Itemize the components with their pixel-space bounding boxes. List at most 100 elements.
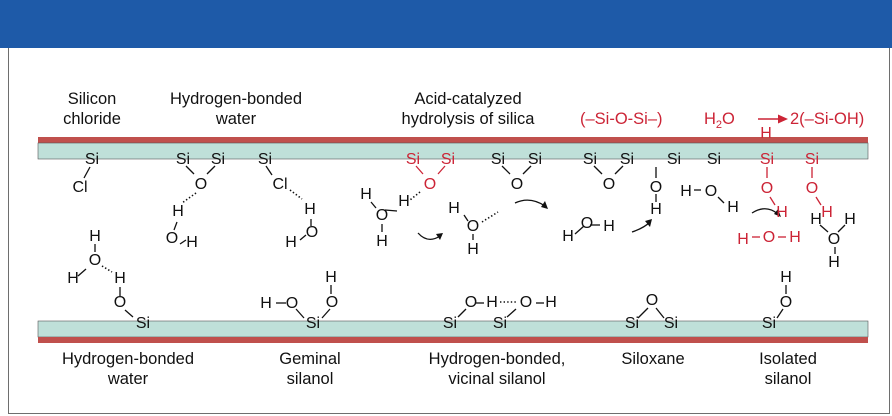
atom-h: H xyxy=(486,294,498,311)
atom-o: O xyxy=(114,294,126,311)
bond xyxy=(206,165,216,175)
bond xyxy=(815,196,822,206)
atom-h: H xyxy=(304,201,316,218)
atom-h: H xyxy=(376,233,388,250)
atom-h: H xyxy=(467,241,479,258)
atom-si: Si xyxy=(583,151,597,168)
label-hb-water-top-2: water xyxy=(215,110,257,128)
atom-h: H xyxy=(89,228,101,245)
atom-si: Si xyxy=(667,151,681,168)
curved-arrow-head xyxy=(645,219,652,227)
atom-o: O xyxy=(89,252,101,269)
bonds xyxy=(77,165,846,319)
atom-o: O xyxy=(467,218,479,235)
atom-h: H xyxy=(603,218,615,235)
atom-o: O xyxy=(166,230,178,247)
atom-h: H xyxy=(737,231,749,248)
atom-h: H xyxy=(360,186,372,203)
atom-h: H xyxy=(285,234,297,251)
bond xyxy=(837,224,846,233)
atom-o: O xyxy=(806,180,818,197)
atom-h: H xyxy=(186,234,198,251)
atom-h: H xyxy=(448,200,460,217)
atom-h: H xyxy=(776,204,788,221)
atom-si: Si xyxy=(211,151,225,168)
atom-o: O xyxy=(286,295,298,312)
bond xyxy=(437,165,446,175)
atom-si: Si xyxy=(805,151,819,168)
atoms: Si Cl Si Si O H O H Si Cl H O H Si Si O … xyxy=(67,151,856,332)
bond xyxy=(370,201,377,209)
reaction-catalyst: H xyxy=(760,125,772,142)
atom-si: Si xyxy=(664,315,678,332)
label-geminal-1: Geminal xyxy=(279,350,340,368)
atom-h: H xyxy=(810,211,822,228)
atom-o: O xyxy=(705,183,717,200)
atom-o: O xyxy=(603,176,615,193)
atom-o: O xyxy=(465,294,477,311)
bond xyxy=(655,307,665,319)
label-hb-water-2: water xyxy=(107,370,149,388)
atom-o: O xyxy=(376,207,388,224)
label-hb-water-top-1: Hydrogen-bonded xyxy=(170,90,302,108)
atom-h: H xyxy=(650,201,662,218)
bond xyxy=(463,214,469,222)
label-vicinal-1: Hydrogen-bonded, xyxy=(429,350,566,368)
bond xyxy=(776,308,784,319)
atom-h: H xyxy=(680,183,692,200)
bottom-surface xyxy=(37,320,869,343)
atom-o: O xyxy=(646,292,658,309)
top-surface-teal xyxy=(37,142,869,160)
atom-o: O xyxy=(326,294,338,311)
atom-cl: Cl xyxy=(272,176,287,193)
bottom-labels: Hydrogen-bonded water Geminal silanol Hy… xyxy=(62,350,817,388)
label-geminal-2: silanol xyxy=(287,370,334,388)
reaction-arrow-head xyxy=(778,114,788,124)
label-siloxane: Siloxane xyxy=(621,350,684,368)
atom-h: H xyxy=(172,203,184,220)
atom-o: O xyxy=(650,179,662,196)
bond xyxy=(173,221,178,231)
label-acid-hydrolysis-2: hydrolysis of silica xyxy=(402,110,536,128)
atom-h: H xyxy=(398,193,410,210)
atom-o: O xyxy=(780,294,792,311)
curved-arrow xyxy=(417,232,441,240)
bond xyxy=(384,209,398,212)
atom-h: H xyxy=(67,270,79,287)
atom-h: H xyxy=(789,229,801,246)
label-hb-water-1: Hydrogen-bonded xyxy=(62,350,194,368)
atom-o: O xyxy=(195,176,207,193)
label-vicinal-2: vicinal silanol xyxy=(448,370,545,388)
bond xyxy=(83,166,91,179)
top-surface xyxy=(37,137,869,160)
atom-si: Si xyxy=(136,315,150,332)
label-acid-hydrolysis-1: Acid-catalyzed xyxy=(414,90,521,108)
reaction-water: H2O xyxy=(704,110,735,131)
label-isolated-2: silanol xyxy=(765,370,812,388)
label-silicon-chloride-1: Silicon xyxy=(68,90,117,108)
atom-si: Si xyxy=(443,315,457,332)
bond xyxy=(299,234,307,241)
atom-si: Si xyxy=(528,151,542,168)
hbond xyxy=(289,189,303,200)
atom-h: H xyxy=(545,294,557,311)
top-surface-red-edge xyxy=(38,137,868,143)
hbond xyxy=(181,192,197,204)
bond xyxy=(265,165,273,176)
atom-si: Si xyxy=(493,315,507,332)
curved-arrow-head xyxy=(774,209,781,217)
top-labels: Silicon chloride Hydrogen-bonded water A… xyxy=(63,90,864,142)
bond xyxy=(457,308,467,318)
atom-si: Si xyxy=(406,151,420,168)
bond xyxy=(574,225,585,235)
atom-si: Si xyxy=(176,151,190,168)
hbond xyxy=(409,191,421,201)
label-silicon-chloride-2: chloride xyxy=(63,110,121,128)
atom-o: O xyxy=(520,294,532,311)
atom-si: Si xyxy=(620,151,634,168)
bond xyxy=(321,308,331,319)
atom-o: O xyxy=(424,176,436,193)
atom-h: H xyxy=(562,228,574,245)
header-bar xyxy=(0,0,892,48)
